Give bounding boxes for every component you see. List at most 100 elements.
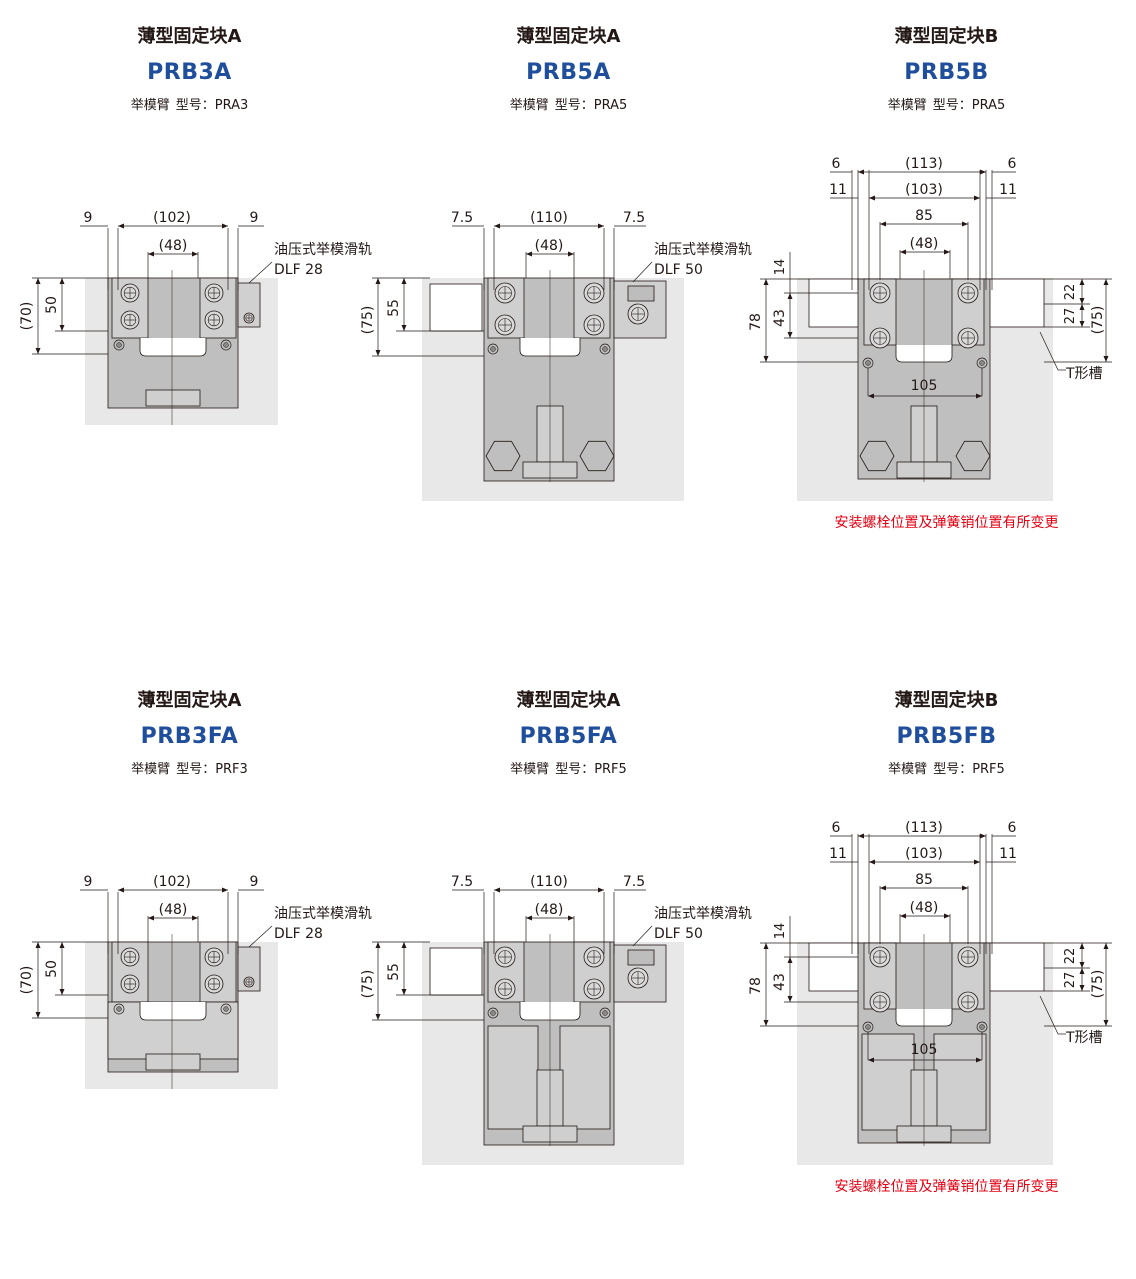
arrow-head — [900, 249, 906, 255]
arrow-head — [763, 1020, 769, 1026]
arrow-head — [401, 278, 407, 284]
arrow-head — [962, 221, 968, 227]
model-label: 型号：PRA3 — [175, 98, 249, 113]
spring-pin-core — [490, 1010, 496, 1016]
tslot-label: T形槽 — [1065, 1030, 1103, 1046]
arrow-head — [858, 833, 864, 839]
dim-label: 78 — [748, 977, 764, 995]
change-note: 安装螺栓位置及弹簧销位置有所变更 — [834, 1179, 1059, 1195]
rail-slot-left — [429, 947, 483, 996]
dim-label: (110) — [530, 210, 568, 226]
arrow-head — [118, 223, 124, 229]
arrow-head — [976, 393, 982, 399]
arrow-head — [192, 251, 198, 257]
dim-label: 43 — [772, 973, 788, 991]
dim-label: 50 — [44, 296, 60, 314]
arrow-head — [35, 1012, 41, 1018]
rail-cap — [627, 285, 655, 302]
hex-nut — [579, 440, 615, 472]
arm-label: 举模臂 — [509, 98, 549, 113]
dim-label: 11 — [999, 182, 1017, 198]
spring-pin-core — [979, 360, 985, 366]
dim-label: (103) — [905, 182, 943, 198]
dim-label: 78 — [748, 313, 764, 331]
panel-model: 举模臂型号：PRF3 — [0, 758, 379, 777]
panel-subtitle: 薄型固定块A — [137, 690, 242, 711]
arrow-head — [35, 278, 41, 284]
block-window — [145, 1053, 201, 1071]
arm-label: 举模臂 — [130, 98, 170, 113]
arrow-head — [35, 348, 41, 354]
arm-label: 举模臂 — [887, 98, 927, 113]
arrow-head — [787, 293, 793, 299]
arrow-head — [598, 223, 604, 229]
rail-name-label: 油压式举模滑轨 — [274, 905, 372, 922]
arrow-head — [1103, 279, 1109, 285]
panel-code: PRB5A — [526, 60, 611, 85]
dim-label: 6 — [832, 156, 841, 172]
arrow-head — [35, 942, 41, 948]
arrow-head — [1079, 968, 1085, 974]
leader-line — [632, 261, 653, 283]
spring-pin-core — [223, 1006, 229, 1012]
block-notch — [139, 1002, 207, 1021]
arrow-head — [787, 332, 793, 338]
dim-label: 14 — [773, 259, 788, 276]
dim-label: (103) — [905, 846, 943, 862]
hex-nut — [955, 440, 991, 472]
dim-label: 22 — [1063, 284, 1078, 301]
arrow-head — [787, 996, 793, 1002]
arrow-head — [858, 169, 864, 175]
model-label: 型号：PRF5 — [933, 762, 1005, 777]
model-label: 型号：PRA5 — [554, 98, 628, 113]
dim-label: (48) — [159, 238, 188, 254]
panel-code: PRB3FA — [140, 724, 239, 749]
panel-model: 举模臂型号：PRA5 — [379, 94, 758, 113]
arrow-head — [980, 833, 986, 839]
arrow-head — [868, 393, 874, 399]
arrow-head — [222, 223, 228, 229]
panel-model: 举模臂型号：PRA5 — [757, 94, 1136, 113]
dim-label: 27 — [1063, 308, 1078, 325]
change-note: 安装螺栓位置及弹簧销位置有所变更 — [834, 515, 1059, 531]
arrow-head — [974, 195, 980, 201]
panel-code: PRB3A — [147, 60, 232, 85]
dim-label: 11 — [829, 846, 847, 862]
arrow-head — [1103, 356, 1109, 362]
dim-label: 6 — [1008, 156, 1017, 172]
model-label: 型号：PRA5 — [932, 98, 1006, 113]
dim-label: 85 — [915, 208, 933, 224]
arrow-head — [526, 251, 532, 257]
dim-label: (48) — [910, 900, 939, 916]
arrow-head — [401, 989, 407, 995]
dim-label: (102) — [153, 210, 191, 226]
spring-pin — [113, 339, 125, 351]
arrow-head — [1079, 943, 1085, 949]
arrow-head — [900, 913, 906, 919]
arrow-head — [763, 279, 769, 285]
arrow-head — [1079, 304, 1085, 310]
dim-label: (48) — [159, 902, 188, 918]
dim-label: (70) — [19, 302, 35, 331]
block-lower-left — [861, 1033, 915, 1131]
block-window — [145, 389, 201, 407]
arrow-head — [880, 885, 886, 891]
tslot-left — [808, 942, 860, 992]
spring-pin — [220, 339, 232, 351]
arrow-head — [222, 887, 228, 893]
spring-pin-core — [865, 1024, 871, 1030]
spring-pin — [113, 1003, 125, 1015]
arrow-head — [598, 887, 604, 893]
panel-subtitle: 薄型固定块B — [894, 26, 999, 47]
dim-label: 105 — [911, 378, 938, 394]
arrow-head — [401, 942, 407, 948]
arm-label: 举模臂 — [131, 762, 171, 777]
dim-label: (75) — [1090, 306, 1106, 335]
arrow-head — [763, 943, 769, 949]
